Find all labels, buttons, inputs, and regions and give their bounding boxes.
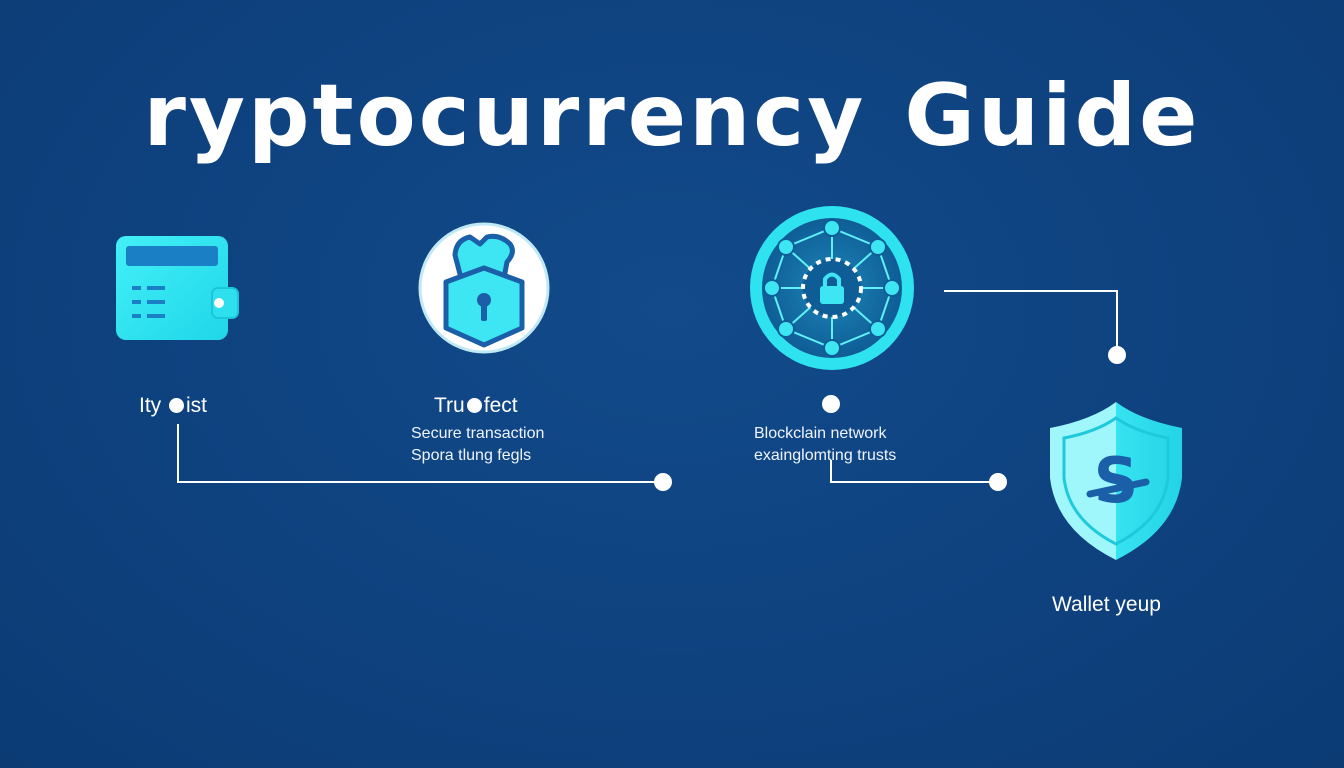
connector-node bbox=[989, 473, 1007, 491]
connector-node bbox=[822, 395, 840, 413]
label-dot bbox=[169, 398, 185, 413]
connector-network-to-shield bbox=[830, 460, 998, 483]
step-label-left: Tru bbox=[434, 394, 465, 417]
title-part-1: ryptocurrency bbox=[143, 66, 867, 166]
step-desc-network: Blockclain network exainglomting trusts bbox=[754, 423, 896, 467]
connector-node bbox=[1108, 346, 1126, 364]
connector-nodes bbox=[654, 346, 1126, 491]
wallet-icon bbox=[116, 236, 239, 340]
page-title: ryptocurrency Guide bbox=[0, 66, 1344, 166]
step-label-wallet: Ity ist bbox=[139, 394, 207, 418]
step-label-left: Ity bbox=[139, 394, 162, 417]
label-dot bbox=[466, 398, 482, 413]
step-desc-lock: Secure transaction Spora tlung fegls bbox=[411, 423, 544, 467]
connector-node bbox=[654, 473, 672, 491]
connector-lines bbox=[177, 290, 1118, 483]
step-label-right: ist bbox=[186, 394, 208, 417]
connector-network-top bbox=[944, 290, 1118, 354]
desc-line: Blockclain network bbox=[754, 425, 887, 442]
step-label-shield: Wallet yeup bbox=[1052, 593, 1161, 616]
desc-line: Spora tlung fegls bbox=[411, 447, 532, 464]
desc-line: exainglomting trusts bbox=[754, 447, 897, 464]
blockchain-network-icon bbox=[750, 206, 914, 370]
svg-text:S: S bbox=[1094, 444, 1139, 517]
padlock-icon bbox=[418, 222, 550, 354]
shield-dollar-icon: S bbox=[1050, 402, 1182, 560]
desc-line: Secure transaction bbox=[411, 425, 545, 442]
connector-wallet-to-lock bbox=[177, 424, 663, 483]
title-part-2: Guide bbox=[904, 66, 1201, 166]
step-label-right: fect bbox=[483, 394, 518, 417]
